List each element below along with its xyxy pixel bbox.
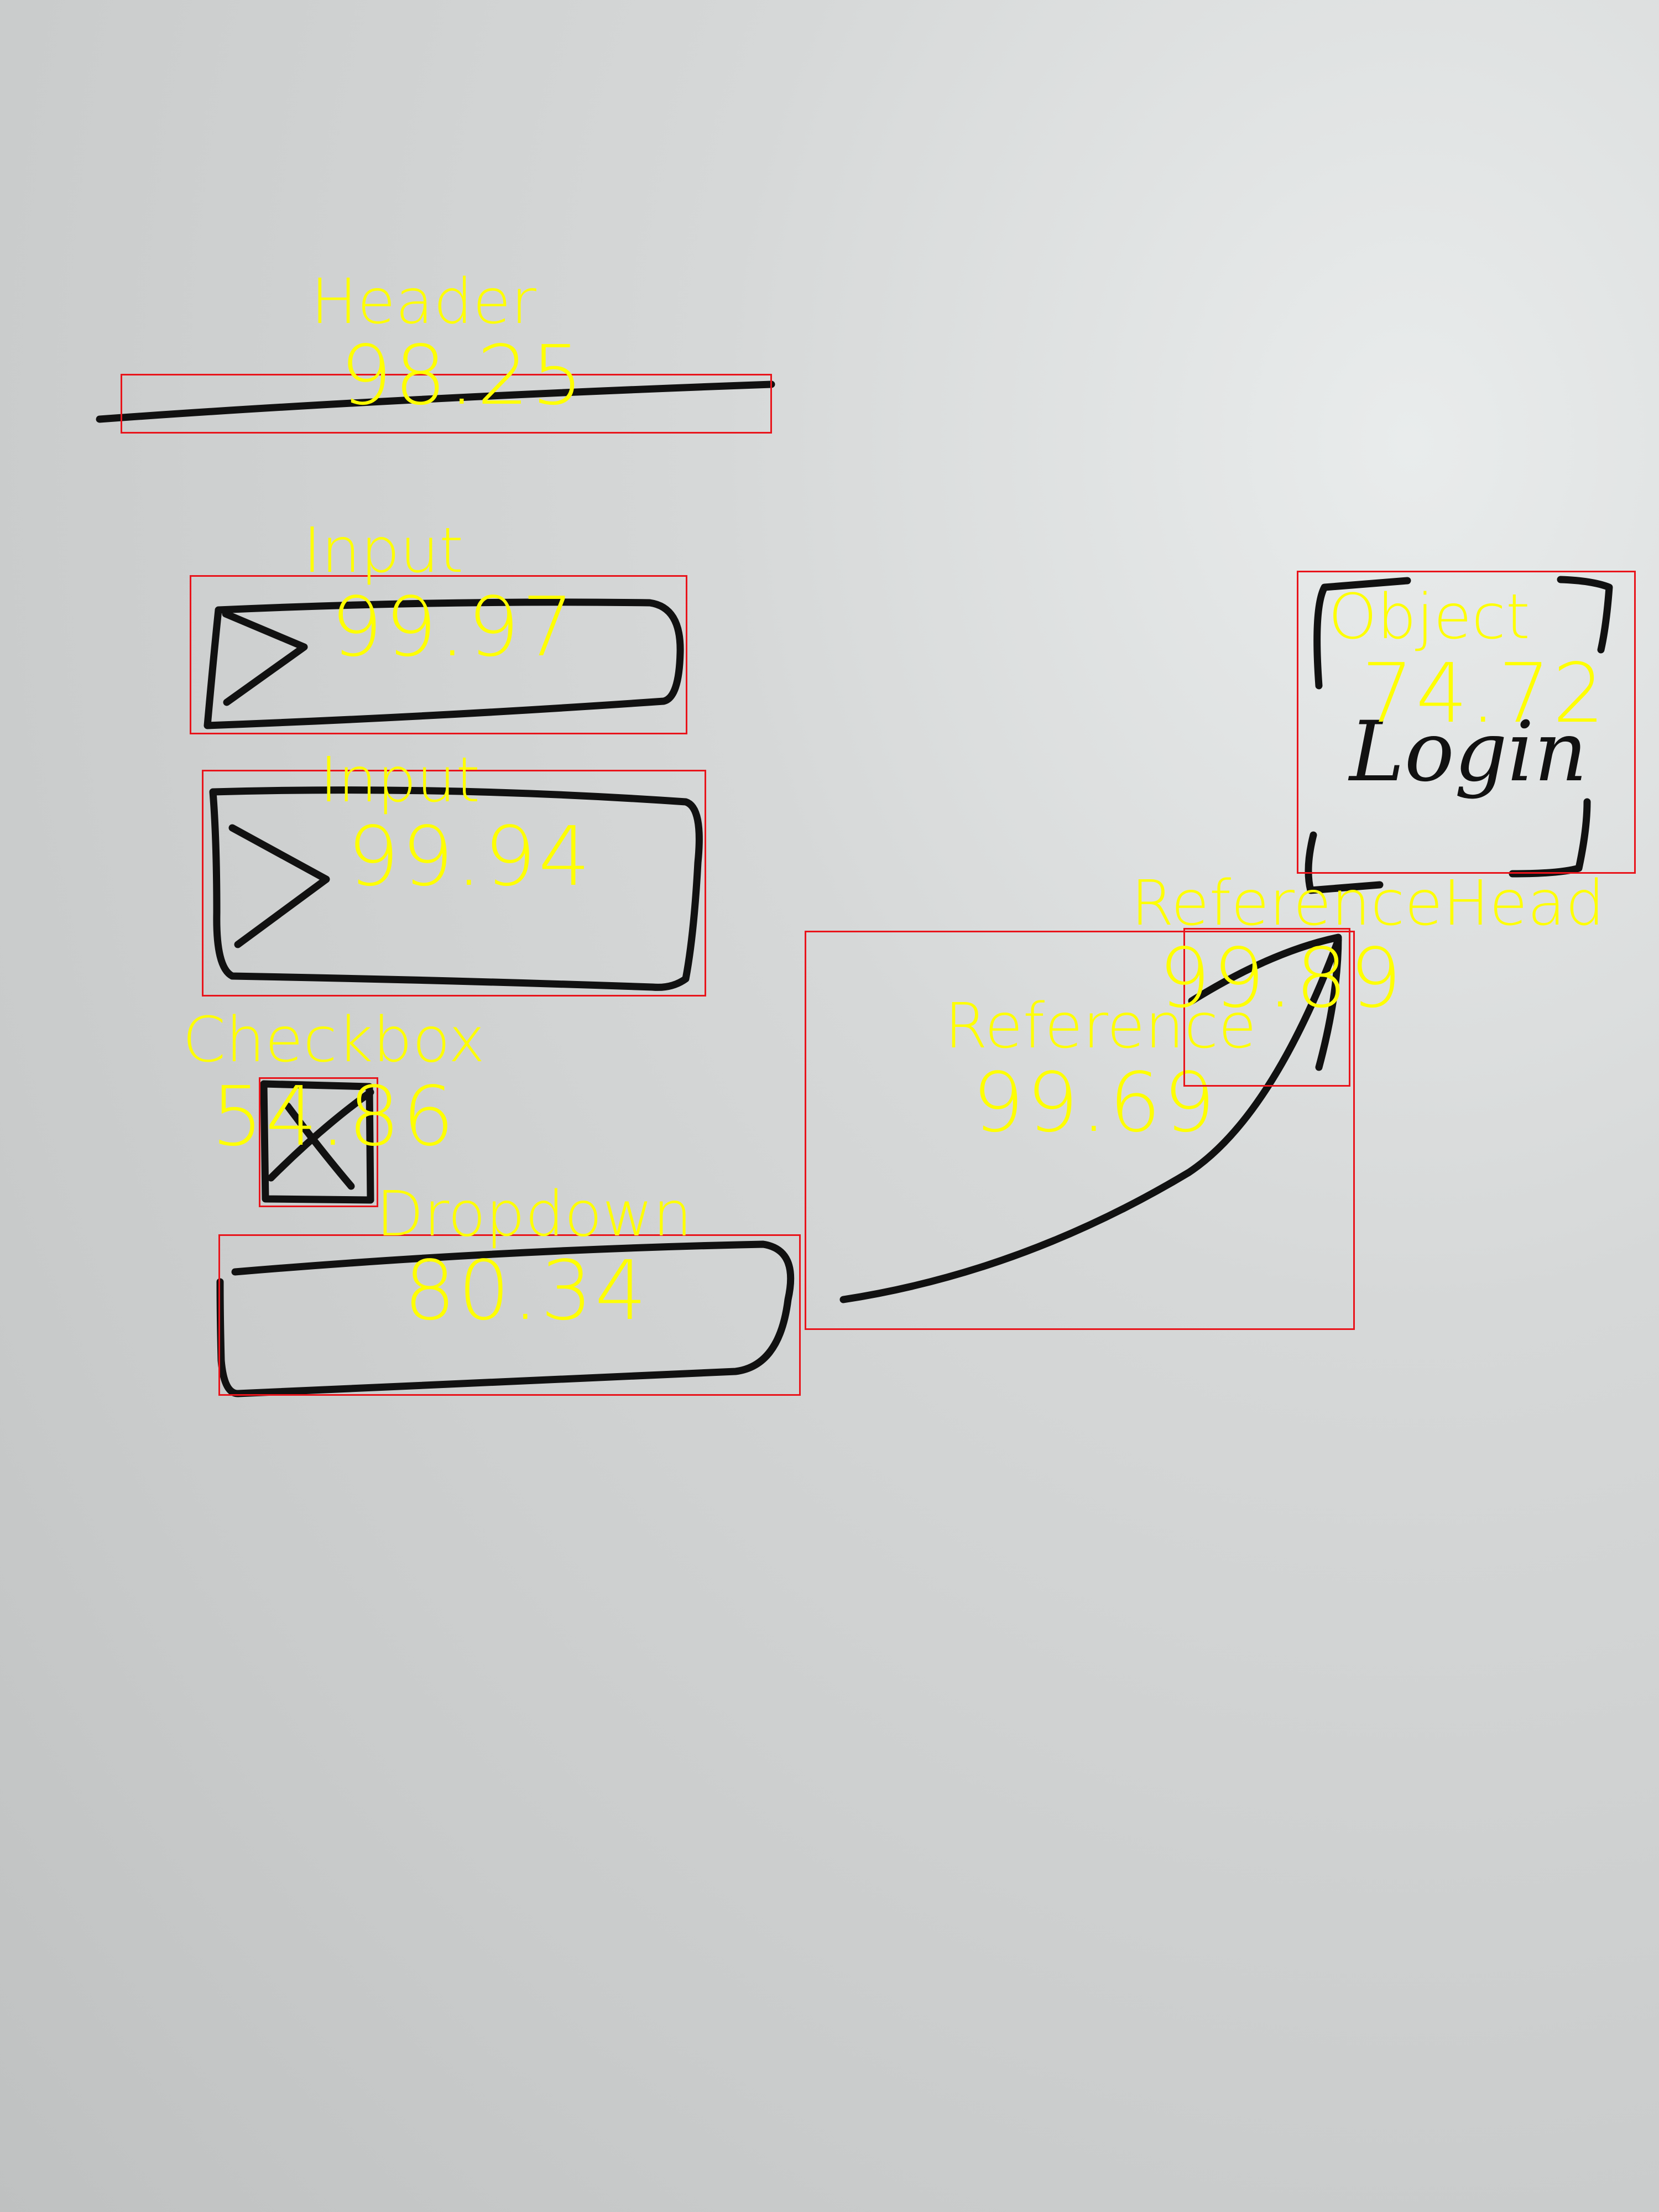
- object-bracket-bl: [1305, 831, 1384, 894]
- dropdown-stroke: [216, 1240, 795, 1397]
- detection-score: 99.94: [347, 809, 593, 904]
- detection-score: 99.97: [331, 580, 576, 675]
- checkbox-x-stroke: [267, 1088, 374, 1190]
- detection-box: [218, 1234, 801, 1396]
- detection-box: [202, 770, 706, 997]
- reference-head-stroke: [1188, 933, 1342, 1071]
- detection-class-label: ReferenceHead: [1131, 868, 1605, 940]
- input-1-play-stroke: [222, 610, 308, 706]
- object-bracket-tl: [1313, 577, 1411, 690]
- input-2-play-stroke: [228, 824, 330, 948]
- detection-box: [805, 931, 1355, 1330]
- detection-class-label: Dropdown: [376, 1178, 692, 1250]
- detection-score: 99.89: [1159, 931, 1404, 1026]
- input-2-stroke: [209, 786, 703, 991]
- detection-box: [121, 374, 772, 434]
- detection-score: 54.86: [211, 1069, 457, 1164]
- object-bracket-tr: [1557, 576, 1613, 654]
- login-handwriting: Login: [1349, 704, 1588, 800]
- detection-score: 74.72: [1361, 646, 1607, 741]
- detection-box: [1183, 928, 1350, 1087]
- detection-box: [1297, 571, 1636, 874]
- reference-arrow-stroke: [839, 936, 1342, 1303]
- detection-score: 98.25: [340, 328, 586, 423]
- detection-box: [259, 1077, 378, 1207]
- detection-score: 99.69: [972, 1055, 1218, 1150]
- detection-class-label: Object: [1328, 581, 1530, 653]
- detection-class-label: Checkbox: [182, 1004, 485, 1076]
- detection-class-label: Header: [311, 266, 536, 338]
- input-1-stroke: [204, 598, 684, 729]
- detection-class-label: Reference: [945, 990, 1256, 1062]
- detection-box: [190, 575, 687, 734]
- detection-class-label: Input: [303, 515, 464, 587]
- detection-class-label: Input: [320, 744, 481, 816]
- detection-score: 80.34: [404, 1243, 649, 1338]
- header-stroke: [96, 380, 775, 423]
- checkbox-square-stroke: [260, 1080, 374, 1204]
